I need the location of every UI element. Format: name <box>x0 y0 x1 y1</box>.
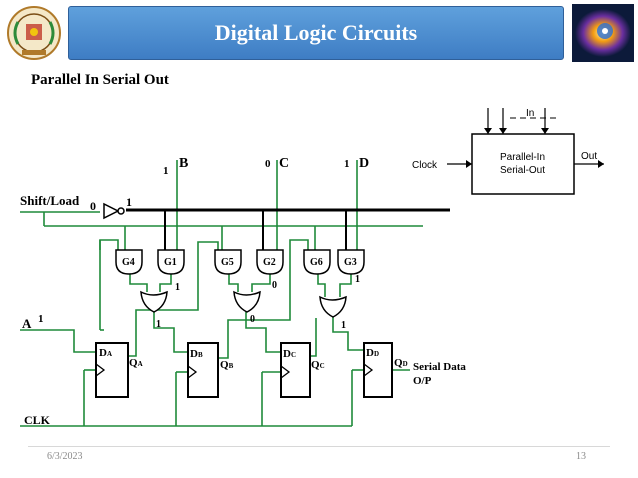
input-a-value: 1 <box>38 313 44 325</box>
g1-output-value: 1 <box>175 282 180 293</box>
and-gate-g2 <box>256 249 284 275</box>
input-d-label: D <box>359 156 369 171</box>
university-seal-logo <box>7 6 61 60</box>
clock-triangles <box>95 363 374 379</box>
ff-c-d-label: DC <box>283 348 296 360</box>
ff-a-d-label: DA <box>99 347 112 359</box>
input-c-label: C <box>279 156 289 171</box>
g2-output-value: 0 <box>272 280 277 291</box>
slide-subtitle: Parallel In Serial Out <box>31 72 169 88</box>
title-bar <box>68 6 564 60</box>
and-gate-g1 <box>157 249 185 275</box>
and-gate-g5 <box>214 249 242 275</box>
block-in-label: In <box>526 108 534 119</box>
or2-output-value: 0 <box>250 314 255 325</box>
input-a-label: A <box>22 316 32 331</box>
or1-output-value: 1 <box>156 319 161 330</box>
or3-output-value: 1 <box>341 320 346 331</box>
clk-label: CLK <box>24 413 51 427</box>
shift-load-label: Shift/Load <box>20 193 80 208</box>
and-gate-g4 <box>115 249 143 275</box>
page-title: Digital Logic Circuits <box>214 20 418 45</box>
ff-d-q-label: QD <box>394 357 408 369</box>
ff-c-q-label: QC <box>311 359 325 371</box>
input-d-value: 1 <box>344 158 350 170</box>
gate-label-g5: G5 <box>221 257 234 268</box>
g3-output-value: 1 <box>355 274 360 285</box>
gate-label-g6: G6 <box>310 257 323 268</box>
flip-flop-a <box>95 342 129 398</box>
and-gate-g6 <box>303 249 331 275</box>
serial-data-label-line2: O/P <box>413 375 432 387</box>
cosmic-eye-image <box>572 4 634 62</box>
input-b-value: 1 <box>163 165 169 177</box>
flip-flops <box>95 342 393 398</box>
gate-label-g2: G2 <box>263 257 276 268</box>
flip-flop-c <box>280 342 311 398</box>
gate-label-g4: G4 <box>122 257 135 268</box>
gate-label-g1: G1 <box>164 257 177 268</box>
and-gate-g3 <box>337 249 365 275</box>
block-label-line1: Parallel-In <box>500 152 545 163</box>
piso-block-diagram: In Clock Out Parallel-In Serial-Out <box>412 108 604 195</box>
ff-b-q-label: QB <box>220 359 234 371</box>
page-number: 13 <box>576 451 586 462</box>
or-gate-3 <box>319 295 347 318</box>
or-gate-1 <box>140 290 168 313</box>
and-gates <box>115 249 365 275</box>
flip-flop-d <box>363 342 393 398</box>
inverted-load-bus <box>126 208 450 250</box>
serial-data-label-line1: Serial Data <box>413 361 466 373</box>
block-label-line2: Serial-Out <box>500 165 545 176</box>
inverter-output-value: 1 <box>126 195 132 209</box>
piso-shift-register-diagram: In Clock Out Parallel-In Serial-Out <box>20 108 604 427</box>
piso-block-box <box>471 133 575 195</box>
block-clock-label: Clock <box>412 160 438 171</box>
or-gate-2 <box>233 290 261 313</box>
gate-label-g3: G3 <box>344 257 357 268</box>
or-gates <box>140 290 347 318</box>
green-wires <box>20 160 423 427</box>
footer-divider <box>28 446 610 447</box>
slide-header: Digital Logic Circuits <box>0 0 638 66</box>
ff-a-q-label: QA <box>129 357 143 369</box>
input-b-label: B <box>179 156 188 171</box>
footer-date: 6/3/2023 <box>47 451 83 462</box>
ff-b-d-label: DB <box>190 348 203 360</box>
input-c-value: 0 <box>265 158 271 170</box>
inverter-gate <box>103 202 125 220</box>
shift-load-value: 0 <box>90 199 96 213</box>
ff-d-d-label: DD <box>366 347 379 359</box>
block-out-label: Out <box>581 151 597 162</box>
